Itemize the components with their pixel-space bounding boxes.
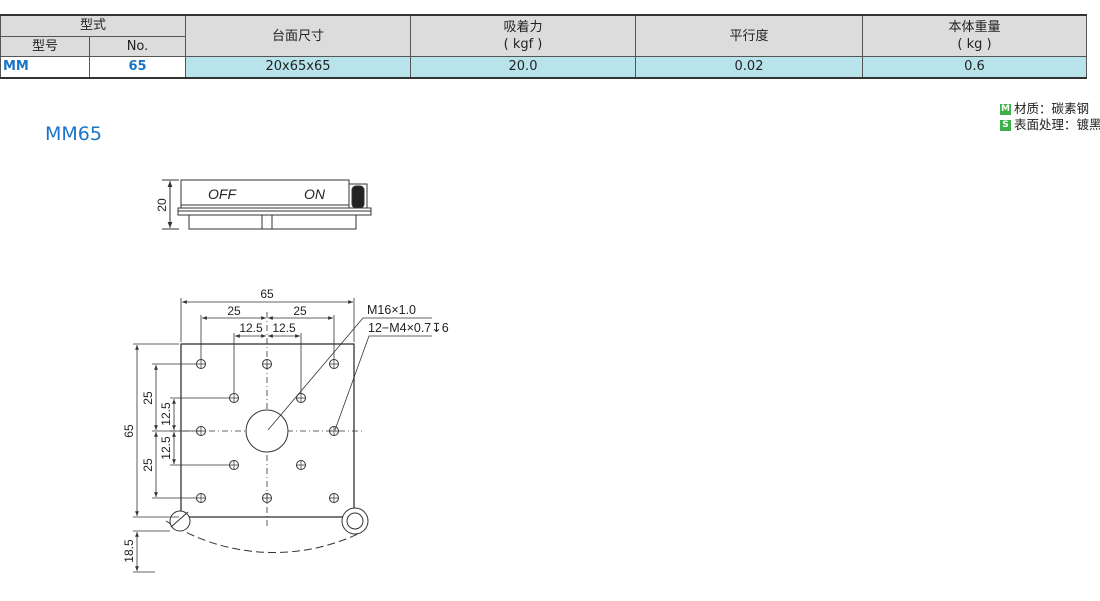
header-parallelism: 平行度 — [635, 14, 863, 57]
model-title: MM65 — [45, 123, 102, 145]
width-dim: 65 — [260, 287, 274, 301]
material-text: 材质：碳素钢 — [1014, 101, 1090, 116]
lever-knob-left — [169, 510, 191, 532]
material-notes: M 材质：碳素钢 S 表面处理：镀黑锌 — [1000, 101, 1100, 133]
m4-holes-callout: 12−M4×0.7↧6 — [368, 321, 449, 335]
cell-size: 20x65x65 — [185, 56, 411, 79]
material-badge: M — [1000, 103, 1011, 115]
center-thread-leader — [267, 317, 432, 431]
depth-value: 6 — [442, 321, 449, 335]
cell-model: MM — [0, 56, 90, 79]
header-no: No. — [89, 36, 186, 57]
table-row: MM 65 20x65x65 20.0 0.02 0.6 — [0, 56, 1087, 79]
m4-holes-spec: 12−M4×0.7 — [368, 321, 431, 335]
header-holding-force-unit: ( kgf ) — [503, 37, 543, 52]
m4-holes — [196, 359, 339, 503]
center-thread-callout: M16×1.0 — [367, 303, 416, 317]
header-model: 型号 — [0, 36, 90, 57]
spec-table: 型式 台面尺寸 吸着力 ( kgf ) 平行度 本体重量 ( kg ) 型号 N… — [0, 14, 1087, 79]
height-dim: 65 — [122, 424, 136, 438]
header-weight-unit: ( kg ) — [957, 37, 992, 52]
surface-text: 表面处理：镀黑锌 — [1014, 117, 1100, 132]
lever-knob-right-inner — [346, 512, 364, 530]
cell-parallel: 0.02 — [635, 56, 863, 79]
v-25-top: 25 — [141, 391, 155, 405]
v-125-bottom: 12.5 — [159, 436, 173, 460]
pitch-125-right: 12.5 — [272, 321, 296, 335]
lever-dim: 18.5 — [122, 539, 136, 563]
surface-note: S 表面处理：镀黑锌 — [1000, 117, 1100, 133]
header-type-group: 型式 — [0, 14, 186, 37]
material-note: M 材质：碳素钢 — [1000, 101, 1100, 117]
pitch-25-right: 25 — [293, 304, 307, 318]
header-weight-name: 本体重量 — [948, 20, 1001, 35]
header-table-size: 台面尺寸 — [185, 14, 411, 57]
side-switch-knob — [351, 185, 365, 209]
v-25-bottom: 25 — [141, 458, 155, 472]
v-125-top: 12.5 — [159, 402, 173, 426]
pitch-125-left: 12.5 — [239, 321, 263, 335]
side-height-dim: 20 — [155, 198, 169, 212]
pitch-25-left: 25 — [227, 304, 241, 318]
m4-holes-leader — [334, 335, 432, 431]
center-thread-hole — [245, 409, 289, 453]
cell-weight: 0.6 — [862, 56, 1087, 79]
on-label: ON — [304, 186, 326, 202]
lever-knob-left-hatch — [170, 511, 189, 528]
lever-swing-arc — [165, 520, 363, 554]
header-weight: 本体重量 ( kg ) — [862, 14, 1087, 57]
top-view — [133, 298, 432, 573]
header-holding-force: 吸着力 ( kgf ) — [410, 14, 636, 57]
side-body-top — [180, 179, 350, 209]
off-label: OFF — [208, 186, 237, 202]
header-holding-force-name: 吸着力 — [503, 20, 543, 35]
surface-badge: S — [1000, 119, 1011, 131]
cell-no: 65 — [89, 56, 186, 79]
cell-force: 20.0 — [410, 56, 636, 79]
depth-icon: ↧ — [431, 321, 441, 335]
side-view — [162, 179, 372, 230]
